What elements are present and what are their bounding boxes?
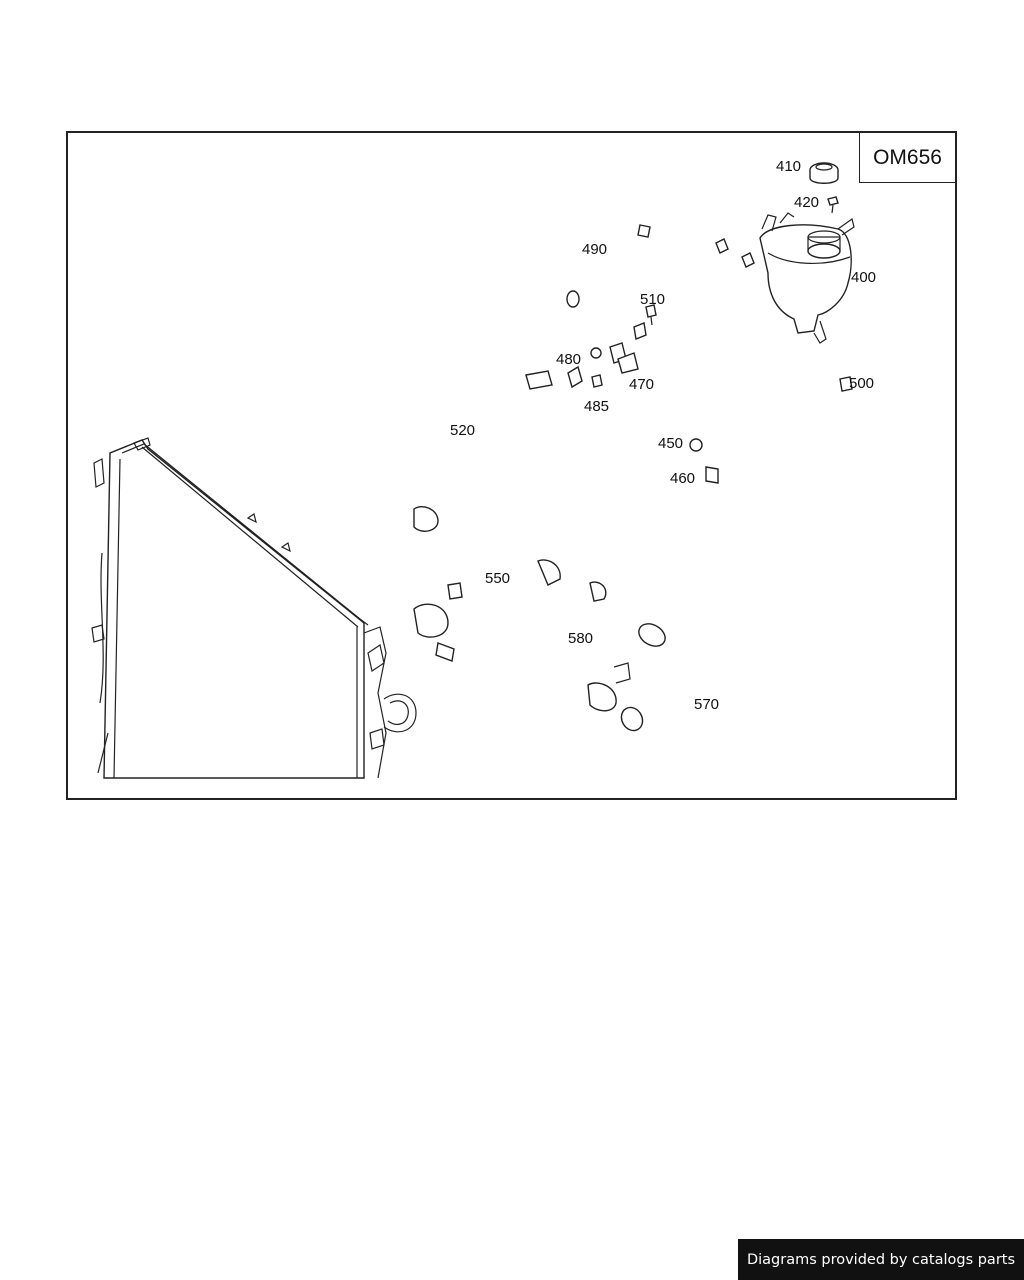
callout-485: 485 [584, 398, 609, 415]
expansion-tank [759, 212, 855, 344]
credit-banner: Diagrams provided by catalogs parts [738, 1239, 1024, 1280]
coolant-pipe-500 [626, 322, 853, 405]
callout-510: 510 [640, 291, 665, 308]
callout-500: 500 [849, 375, 874, 392]
coolant-pipe-450 [672, 238, 729, 452]
callout-580: 580 [568, 630, 593, 647]
callout-520: 520 [450, 422, 475, 439]
hose-490 [542, 224, 651, 308]
small-fittings [567, 304, 657, 389]
callout-450: 450 [658, 435, 683, 452]
callout-410: 410 [776, 158, 801, 175]
callout-570: 570 [694, 696, 719, 713]
engine-code-label: OM656 [859, 133, 955, 183]
tank-cap [809, 162, 839, 184]
coolant-pipe-460 [696, 252, 755, 485]
callout-490: 490 [582, 241, 607, 258]
callout-400: 400 [851, 269, 876, 286]
hose-550 [413, 470, 561, 662]
parts-illustration: 410 420 400 490 510 480 470 485 500 520 … [91, 158, 876, 779]
hose-520 [413, 370, 553, 532]
callout-550: 550 [485, 570, 510, 587]
callout-420: 420 [794, 194, 819, 211]
radiator [91, 437, 417, 779]
screw-420 [827, 196, 839, 214]
hose-580 [538, 581, 631, 712]
parts-diagram: 410 420 400 490 510 480 470 485 500 520 … [66, 131, 957, 800]
callout-470: 470 [629, 376, 654, 393]
callout-480: 480 [556, 351, 581, 368]
hose-570 [620, 623, 700, 753]
callout-460: 460 [670, 470, 695, 487]
